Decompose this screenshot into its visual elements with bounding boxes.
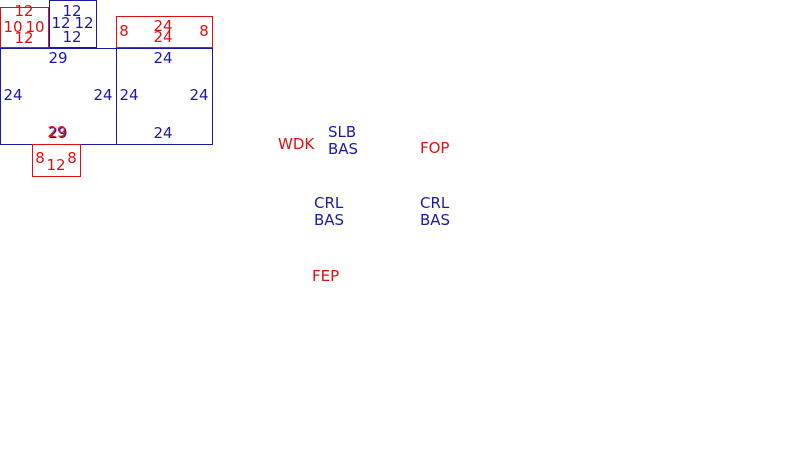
- panel-label-top: 24: [153, 49, 173, 67]
- tag-slb-bas: SLB BAS: [328, 123, 359, 158]
- panel-label-top: 29: [47, 123, 67, 141]
- panel-red-small-bottom: [32, 144, 81, 177]
- panel-label-top: 24: [153, 17, 173, 35]
- panel-label-top: 29: [48, 49, 68, 67]
- panel-blue-small-top: [49, 0, 97, 48]
- panel-label-bottom: 24: [153, 124, 173, 142]
- panel-label-bottom: 24: [153, 28, 173, 46]
- panel-label-bottom: 12: [14, 29, 34, 47]
- panel-label-right: 12: [74, 14, 94, 32]
- panel-label-top: 12: [62, 2, 82, 20]
- panel-label-right: 24: [189, 86, 209, 104]
- panel-label-left: 10: [3, 18, 23, 36]
- tag-crl-bas: CRL BAS: [420, 194, 451, 229]
- panel-label-left: 8: [119, 22, 129, 40]
- panel-red-small-topleft: [0, 7, 49, 48]
- panel-label-right: 24: [93, 86, 113, 104]
- panel-label-left: 24: [119, 86, 139, 104]
- panel-label-right: 10: [25, 18, 45, 36]
- panel-label-left: 12: [51, 14, 71, 32]
- panel-label-left: 24: [3, 86, 23, 104]
- tag-wdk: WDK: [278, 135, 315, 153]
- panel-label-bottom: 12: [62, 28, 82, 46]
- tag-crl-bas: CRL BAS: [314, 194, 345, 229]
- tag-fep: FEP: [312, 267, 340, 285]
- panel-label-right: 8: [67, 149, 77, 167]
- panel-label-bottom: 12: [46, 156, 66, 174]
- panel-blue-large-right: [116, 48, 213, 145]
- panel-red-wide-top: [116, 16, 213, 48]
- panel-label-left: 8: [35, 149, 45, 167]
- panel-label-bottom: 29: [48, 124, 68, 142]
- tag-fop: FOP: [420, 139, 450, 157]
- panel-label-right: 8: [199, 22, 209, 40]
- panel-label-top: 12: [14, 2, 34, 20]
